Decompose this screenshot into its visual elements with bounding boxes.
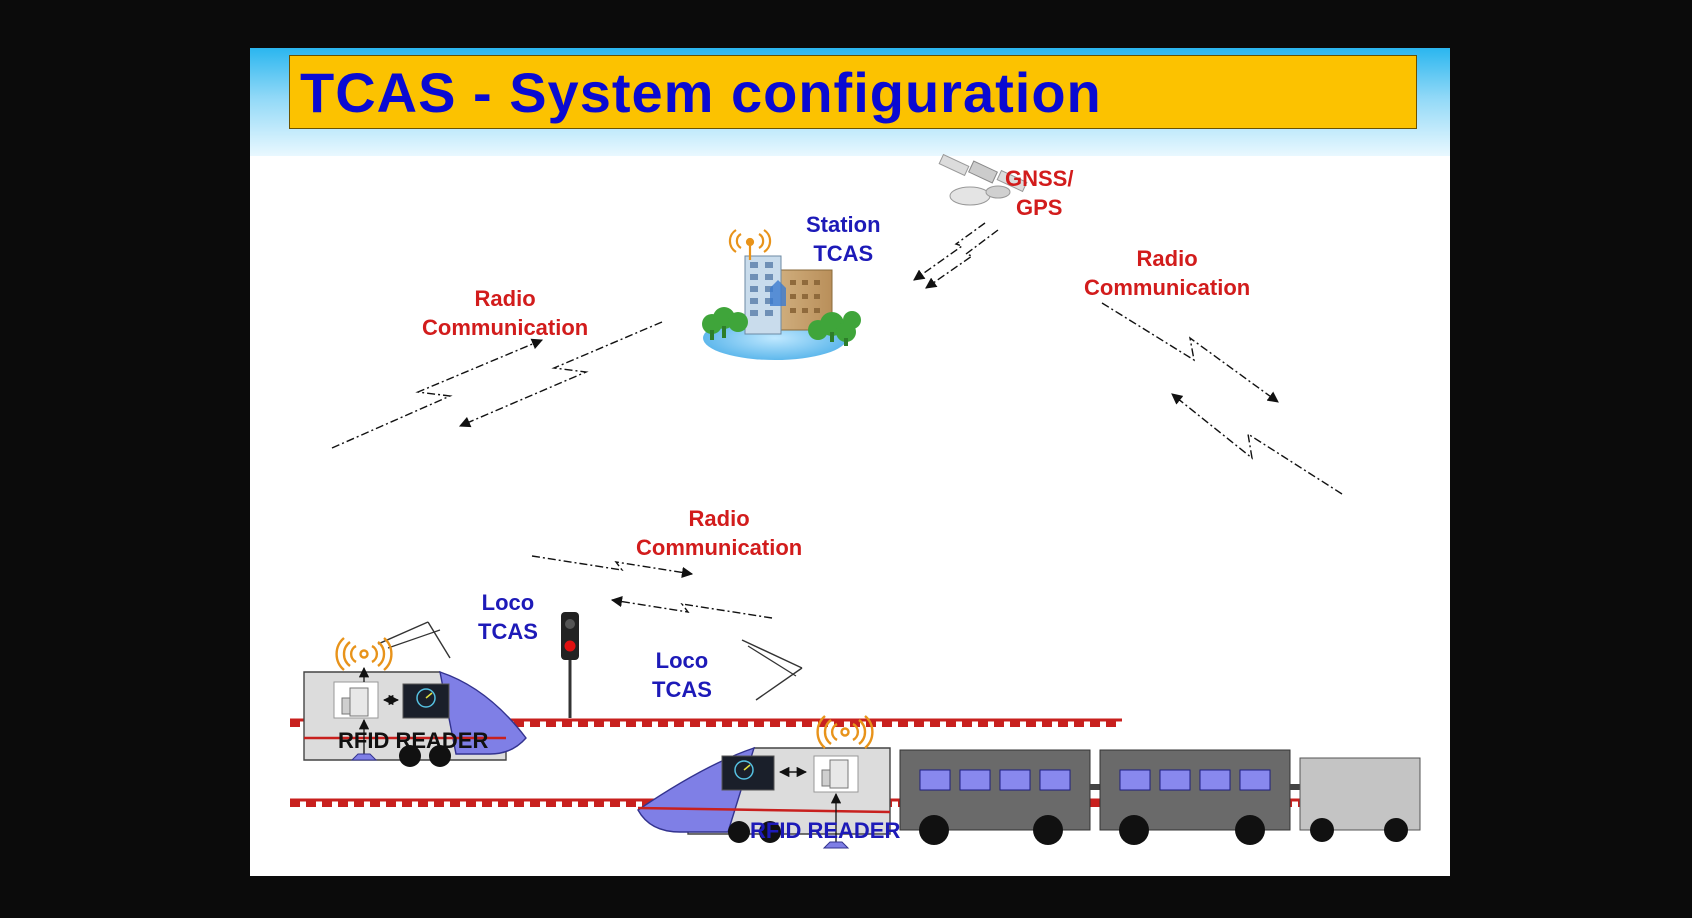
gnss-label: GNSS/ GPS — [1005, 166, 1074, 220]
radio-link-right — [1101, 302, 1343, 495]
radio-link-middle — [531, 555, 773, 619]
rfid-reader-label-2: RFID READER — [750, 818, 901, 843]
coach-2 — [1099, 749, 1291, 845]
antenna-icon — [728, 229, 772, 260]
radio-communication-label-right: Radio Communication — [1084, 246, 1251, 300]
signal-light-icon — [561, 612, 579, 718]
display-screen-icon — [721, 755, 775, 791]
diagram-art — [290, 153, 1421, 849]
gnss-link — [913, 222, 999, 289]
computer-unit-icon — [813, 755, 859, 793]
title-box: TCAS - System configuration — [289, 55, 1417, 129]
loco-tcas-label-1: Loco TCAS — [478, 590, 538, 644]
coach-3 — [1299, 757, 1421, 842]
slide: TCAS - System configuration — [250, 48, 1450, 876]
radio-link-left — [331, 321, 663, 449]
radio-communication-label-left: Radio Communication — [422, 286, 589, 340]
antenna-icon — [335, 637, 393, 671]
rfid-reader-label-1: RFID READER — [338, 728, 489, 753]
slide-title: TCAS - System configuration — [300, 61, 1102, 124]
antenna-icon — [816, 715, 874, 749]
header-band: TCAS - System configuration — [250, 48, 1450, 156]
loco-tcas-label-2: Loco TCAS — [652, 648, 712, 702]
coach-1 — [899, 749, 1091, 845]
station-tcas-label: Station TCAS — [806, 212, 881, 266]
computer-unit-icon — [333, 681, 379, 719]
rfid-tag-icon — [350, 753, 378, 761]
station-building-icon — [702, 255, 861, 360]
satellite-icon — [938, 153, 1028, 206]
display-screen-icon — [402, 683, 450, 719]
radio-communication-label-middle: Radio Communication — [636, 506, 803, 560]
rfid-tag-icon — [822, 841, 850, 849]
